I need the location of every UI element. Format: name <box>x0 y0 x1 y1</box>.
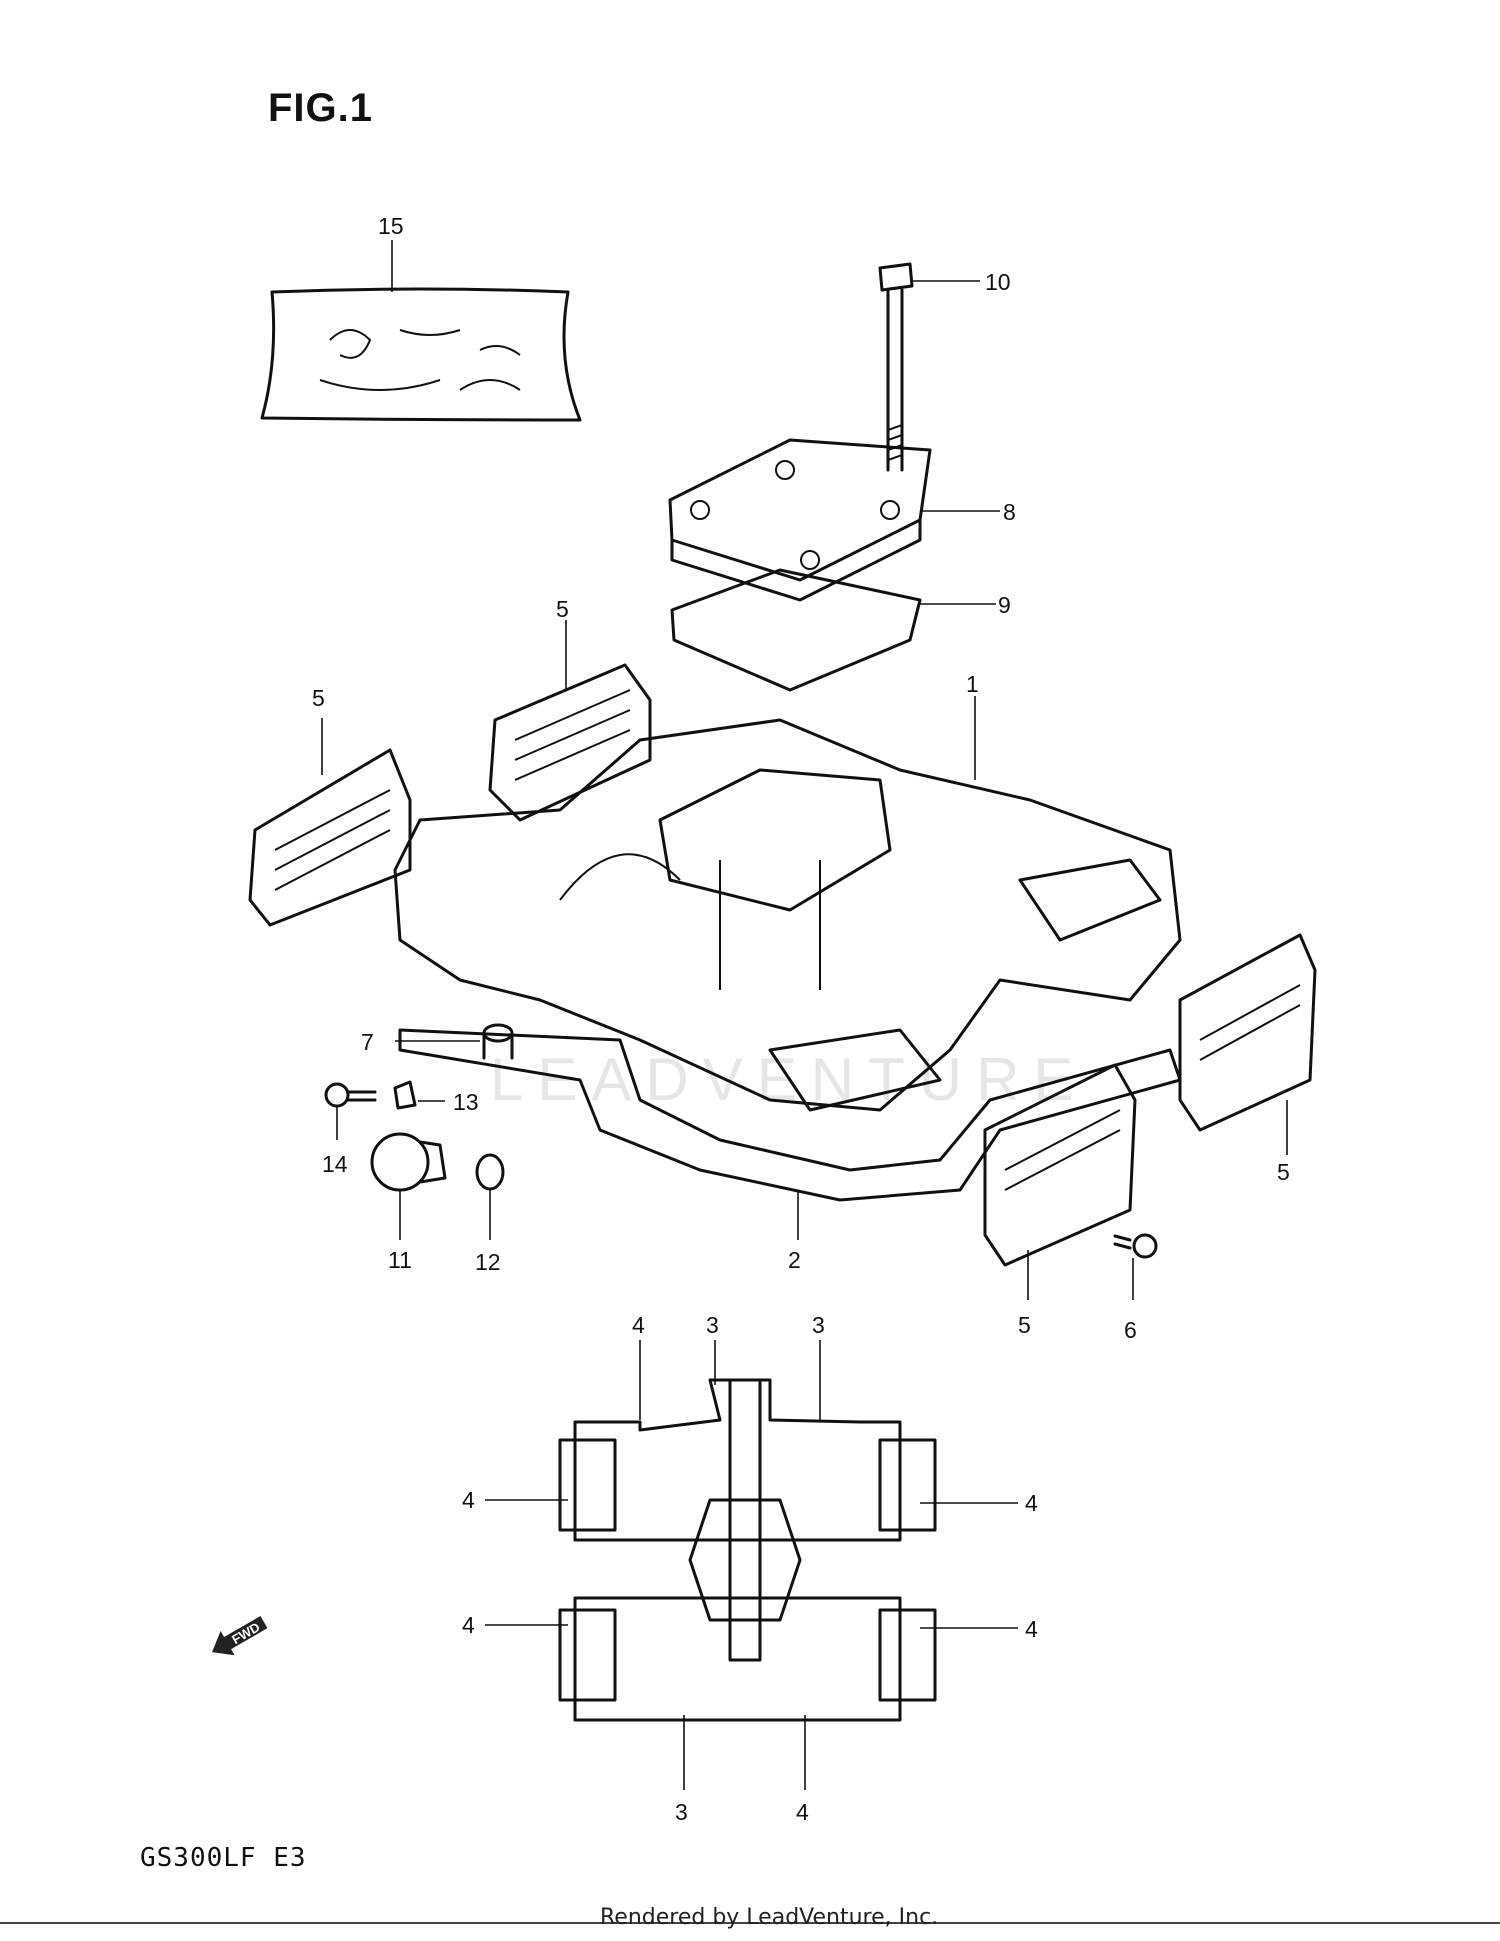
callout-8: 8 <box>1003 499 1016 525</box>
part-8-cover <box>668 438 932 602</box>
footer-credit: Rendered by LeadVenture, Inc. <box>600 1905 939 1930</box>
part-5-cap-front <box>983 1063 1137 1267</box>
part-11-plug <box>370 1132 447 1192</box>
callout-5b: 5 <box>556 596 569 622</box>
callout-3c: 3 <box>675 1799 688 1825</box>
part-12-o-ring <box>475 1153 505 1191</box>
callout-4d: 4 <box>462 1612 475 1638</box>
callout-4c: 4 <box>1025 1490 1038 1516</box>
part-5-cap-right <box>1178 933 1317 1132</box>
callout-10: 10 <box>985 269 1011 295</box>
part-1-head-cover <box>393 718 1182 1112</box>
callout-4e: 4 <box>1025 1616 1038 1642</box>
callout-5d: 5 <box>1018 1312 1031 1338</box>
bottom-view-assembly <box>558 1378 937 1722</box>
callout-4f: 4 <box>796 1799 809 1825</box>
callout-5a: 5 <box>312 685 325 711</box>
callout-13: 13 <box>453 1089 479 1115</box>
part-5-cap-upper <box>488 663 652 822</box>
part-13-clip <box>393 1080 417 1110</box>
callout-9: 9 <box>998 592 1011 618</box>
callout-15: 15 <box>378 213 404 239</box>
callout-7: 7 <box>361 1029 374 1055</box>
callout-2: 2 <box>788 1247 801 1273</box>
part-6-screw <box>1113 1233 1158 1259</box>
footer-divider <box>0 1922 1500 1924</box>
model-code: GS300LF E3 <box>140 1843 307 1873</box>
callout-12: 12 <box>475 1249 501 1275</box>
part-15-gasket-set <box>260 287 582 422</box>
part-7-dowel <box>482 1023 514 1060</box>
callout-5c: 5 <box>1277 1159 1290 1185</box>
part-9-gasket <box>670 568 922 692</box>
callout-4b: 4 <box>462 1487 475 1513</box>
callout-14: 14 <box>322 1151 348 1177</box>
callout-11: 11 <box>388 1247 412 1273</box>
callout-6: 6 <box>1124 1317 1137 1343</box>
callout-3b: 3 <box>812 1312 825 1338</box>
figure-title: FIG.1 <box>268 86 374 130</box>
callout-3a: 3 <box>706 1312 719 1338</box>
part-5-cap-left <box>248 748 412 927</box>
part-10-bolt <box>878 262 914 472</box>
callout-1: 1 <box>966 671 979 697</box>
part-14-screw <box>324 1082 377 1108</box>
fwd-arrow-icon: FWD <box>212 1616 268 1656</box>
callout-4a: 4 <box>632 1312 645 1338</box>
